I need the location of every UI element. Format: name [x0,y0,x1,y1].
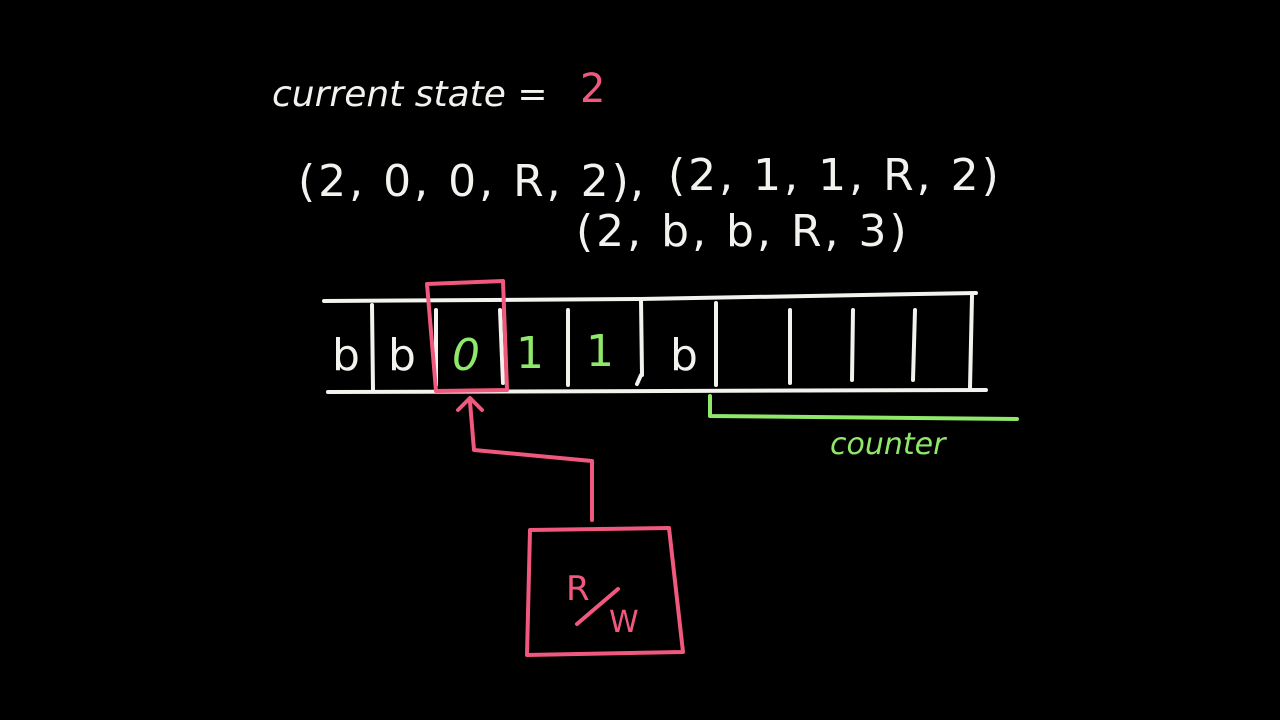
arrow-head-icon [456,396,484,412]
current-state-value: 2 [580,66,605,112]
transition-rules: (2, 0, 0, R, 2) , (2, 1, 1, R, 2) (2, b,… [298,150,1002,257]
head-label-read: R [566,569,590,609]
counter-label: counter [830,427,947,462]
transition-separator: , [630,156,644,207]
head-pointer-arrow [456,396,594,522]
tape-top-edge [322,291,978,303]
head-position-highlight [425,279,509,393]
current-state-line: current state = 2 [272,66,605,115]
tape-cell-2: b [388,330,416,381]
head-label-write: W [609,605,639,640]
transition-rule-2: (2, 1, 1, R, 2) [668,150,1002,201]
current-state-label: current state = [272,74,548,115]
tape-cell-3: 0 [452,330,480,381]
transition-rule-1: (2, 0, 0, R, 2) [298,156,632,207]
tape-cell-6: b [670,330,698,381]
tape-cell-4: 1 [516,328,544,379]
tape-cell-1: b [332,330,360,381]
counter-bracket: counter [708,394,1019,462]
tape-cell-5: 1 [586,326,614,377]
transition-rule-3: (2, b, b, R, 3) [576,206,910,257]
head-label-slash [575,587,620,626]
read-write-head: R W [525,526,685,657]
tape-bottom-edge [326,388,988,394]
tape [322,291,988,394]
tape-cells: b b 0 1 1 b [332,326,698,381]
